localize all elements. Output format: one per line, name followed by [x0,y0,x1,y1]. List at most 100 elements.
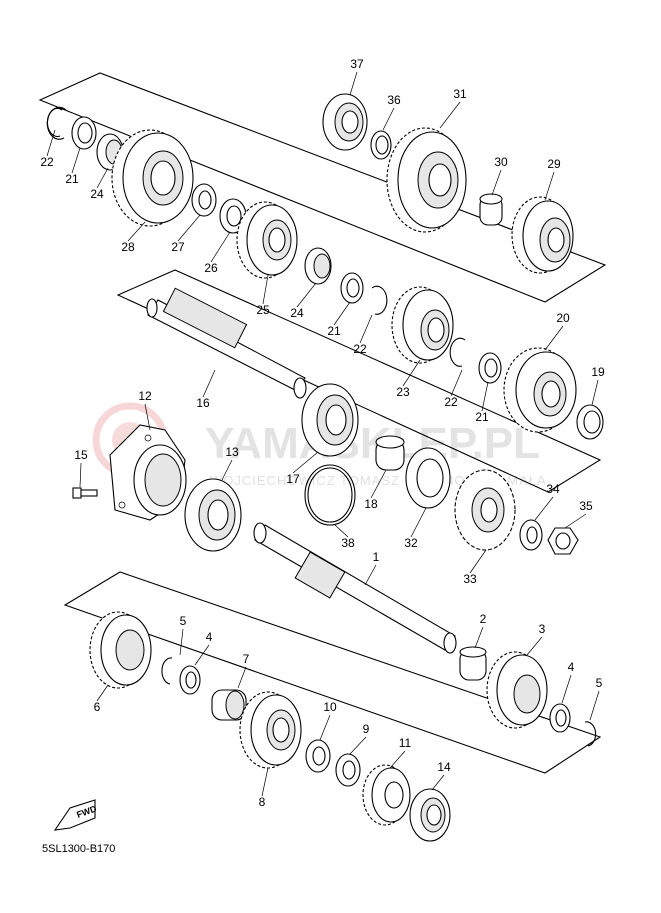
callout-number-26: 26 [204,261,218,275]
callout-leader [296,282,317,308]
callout-number-11: 11 [399,736,412,750]
callout-leader [177,214,201,242]
callout-number-34: 34 [546,482,560,496]
callout-leader [364,564,377,586]
part-2-collar [459,646,487,681]
part-15-bolt [72,487,98,499]
callout-number-18: 18 [364,497,378,511]
callout-number-6: 6 [94,700,101,714]
callout-leader [202,369,216,398]
part-7-needle-bearing [211,689,247,721]
watermark-subtext: WOJCIECHOWICZ TOMASZ BARANOWICZ MAŁA [210,473,547,488]
part-3-gear [486,651,548,729]
callout-leader [410,507,427,538]
callout-leader [450,369,463,397]
callout-leader [544,325,564,351]
callout-number-22: 22 [353,342,367,356]
callout-leader [261,767,269,797]
part-21-washer [71,116,97,150]
callout-number-32: 32 [404,536,418,550]
callout-leader [127,221,146,242]
callout-number-28: 28 [121,240,135,254]
callout-number-31: 31 [453,87,467,101]
callout-number-25: 25 [256,303,270,317]
callout-number-10: 10 [323,700,337,714]
callout-number-16: 16 [196,396,210,410]
callout-number-36: 36 [387,93,401,107]
callout-number-4: 4 [568,660,575,674]
callout-number-14: 14 [437,760,451,774]
callout-leader [334,524,349,538]
callout-number-4: 4 [206,630,213,644]
part-25-gear [236,201,298,279]
callout-leader [292,451,319,474]
part-4-washer-left [179,665,201,695]
callout-number-22: 22 [40,155,54,169]
fwd-arrow-icon: FWD [53,799,98,831]
callout-leader [402,359,421,387]
callout-leader [439,101,461,129]
part-32-oil-seal [405,447,451,509]
part-21-washer-3 [478,352,502,384]
callout-number-1: 1 [373,550,380,564]
part-16-main-axle [146,287,307,399]
part-11-gear [362,764,411,826]
callout-number-15: 15 [74,448,88,462]
callout-number-37: 37 [350,57,364,71]
callout-leader [359,314,373,344]
callout-leader [469,549,487,574]
part-10-washer [305,739,331,773]
callout-leader [591,379,599,406]
callout-leader [491,169,502,196]
callout-number-19: 19 [591,365,605,379]
callout-leader [96,684,109,702]
part-6-gear [89,611,152,689]
part-9-lock-washer [335,753,361,787]
callout-leader [431,774,445,791]
callout-number-20: 20 [556,311,570,325]
callout-leader [96,167,109,189]
callout-leader [349,736,367,755]
callout-number-5: 5 [596,676,603,690]
watermark-text: YAMASKLEP.PL [205,419,540,468]
part-1-drive-axle [253,522,457,654]
callout-number-2: 2 [480,612,487,626]
part-8-gear [239,691,302,769]
part-29-gear [511,196,574,274]
callout-number-21: 21 [475,410,489,424]
callout-number-9: 9 [363,722,370,736]
callout-leader [194,644,210,666]
callout-number-13: 13 [225,445,239,459]
callout-leader [319,714,331,741]
part-19-bushing [576,404,604,440]
callout-number-21: 21 [65,172,79,186]
part-34-lock-washer [519,519,543,551]
callout-leader [370,469,387,499]
callout-number-23: 23 [396,385,410,399]
callout-leader [564,513,587,529]
part-17-bearing [301,383,359,457]
callout-leader [534,496,554,521]
callout-leader [71,147,81,174]
callout-number-8: 8 [259,795,266,809]
callout-number-12: 12 [138,389,152,403]
callout-leader [46,129,56,157]
callout-leader [382,107,395,131]
drawing-code: 5SL1300-B170 [42,843,115,855]
callout-number-7: 7 [243,652,250,666]
callout-number-35: 35 [579,499,593,513]
part-5-circlip-left [161,657,173,685]
part-14-bearing [409,788,451,842]
callout-leader [474,626,484,649]
part-22-circlip-3 [449,337,466,367]
callout-leader [481,381,489,412]
frame-lines [38,72,607,774]
part-37-bearing [322,93,368,151]
callout-leader [179,628,184,656]
callout-number-24: 24 [290,306,304,320]
callout-leader [561,674,572,704]
callout-number-24: 24 [90,187,104,201]
part-27-washer [191,183,217,217]
part-5-circlip-right [584,721,597,747]
